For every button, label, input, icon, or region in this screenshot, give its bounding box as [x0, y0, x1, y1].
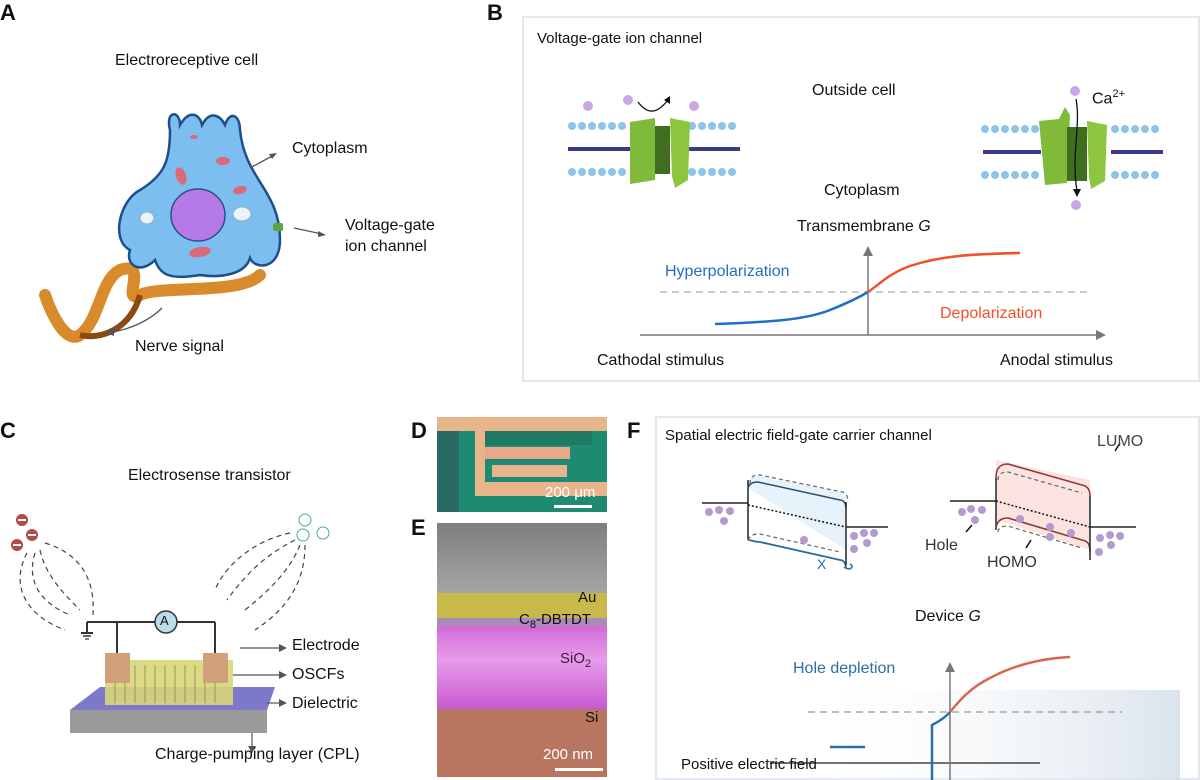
electrode-label: Electrode — [292, 637, 360, 654]
ammeter-label: A — [160, 613, 169, 628]
axis-italic: G — [918, 218, 931, 235]
lumo-label: LUMO — [1097, 433, 1144, 450]
conductance-rise-curve — [949, 655, 1071, 713]
scale-bar-nm: 200 nm — [543, 746, 594, 763]
layer-si — [437, 709, 607, 777]
ca-ion-label: Ca2+ — [1092, 88, 1125, 108]
panel-c-letter: C — [0, 418, 16, 443]
panel-b-frame — [522, 16, 1200, 382]
left-electrode — [105, 653, 130, 683]
right-electrode — [203, 653, 228, 683]
depolarization-curve — [867, 251, 1021, 294]
panel-b-title: Voltage-gate ion channel — [537, 30, 703, 47]
transmembrane-g-label: Transmembrane G — [797, 218, 931, 236]
device-g-plot — [770, 655, 1180, 780]
c8-subscript: 8 — [529, 619, 536, 631]
axis-italic: G — [968, 608, 981, 625]
band-diagram-accumulated — [950, 442, 1136, 560]
electrosense-transistor-illustration — [11, 513, 330, 753]
au-label: Au — [578, 589, 597, 606]
cpl-label: Charge-pumping layer (CPL) — [155, 746, 360, 763]
panel-f-letter: F — [627, 418, 641, 443]
oscfs-label: OSCFs — [292, 666, 345, 683]
channel-label-line2: ion channel — [345, 238, 427, 255]
sio-text: SiO — [560, 650, 586, 667]
axis-text: Transmembrane — [797, 218, 919, 235]
layer-au — [437, 593, 607, 618]
outside-cell-label: Outside cell — [812, 82, 896, 99]
panel-a-title: Electroreceptive cell — [115, 52, 259, 69]
band-diagram-depleted — [702, 474, 888, 570]
scale-bar-um: 200 μm — [545, 484, 596, 501]
ammeter — [154, 610, 178, 634]
x-mark-label: X — [817, 556, 827, 572]
c8-text: C — [519, 611, 530, 628]
panel-a-letter: A — [0, 0, 16, 25]
panel-b-letter: B — [487, 0, 503, 25]
layer-c8dbtdt — [437, 618, 607, 626]
si-label: Si — [585, 709, 599, 726]
cathodal-stimulus-label: Cathodal stimulus — [597, 352, 725, 369]
panel-f-title: Spatial electric field-gate carrier chan… — [665, 427, 932, 444]
transmembrane-g-plot — [640, 246, 1106, 340]
ion-channel-marker — [273, 223, 283, 231]
cytoplasm-label: Cytoplasm — [292, 140, 368, 157]
closed-ion-channel-illustration — [568, 95, 740, 188]
dielectric-label: Dielectric — [292, 695, 358, 712]
layer-sio2 — [437, 626, 607, 709]
open-ion-channel-illustration — [981, 86, 1163, 210]
hole-depletion-label: Hole depletion — [793, 660, 896, 677]
sio2-label: SiO2 — [560, 650, 591, 670]
positive-field-label: Positive electric field — [681, 756, 817, 773]
sem-cross-section — [437, 523, 607, 777]
fade-overlay — [800, 690, 1180, 780]
ion-charge: 2+ — [1112, 88, 1125, 100]
anodal-stimulus-label: Anodal stimulus — [1000, 352, 1113, 369]
ion-name: Ca — [1092, 90, 1113, 108]
homo-label: HOMO — [987, 554, 1037, 571]
hyperpolarization-label: Hyperpolarization — [665, 263, 790, 280]
optical-micrograph — [437, 417, 607, 512]
panel-d-letter: D — [411, 418, 427, 443]
hole-depletion-curve — [830, 711, 951, 780]
panel-e-letter: E — [411, 515, 426, 540]
channel-label-line1: Voltage-gate — [345, 217, 435, 234]
c8dbtdt-label: C8-DBTDT — [519, 611, 591, 631]
nucleus — [170, 188, 226, 242]
axis-text: Device — [915, 608, 969, 625]
hyperpolarization-curve — [714, 290, 869, 326]
nerve-signal-label: Nerve signal — [135, 338, 224, 355]
layer-vacuum — [437, 523, 607, 593]
hole-label: Hole — [925, 537, 958, 554]
depolarization-label: Depolarization — [940, 305, 1043, 322]
cytoplasm-b-label: Cytoplasm — [824, 182, 900, 199]
dbtdt-text: -DBTDT — [535, 611, 591, 628]
nerve-fiber — [39, 262, 266, 343]
device-g-label: Device G — [915, 608, 981, 626]
sio2-subscript: 2 — [585, 658, 592, 670]
electroreceptive-cell-illustration — [39, 113, 326, 343]
panel-c-title: Electrosense transistor — [128, 467, 291, 484]
